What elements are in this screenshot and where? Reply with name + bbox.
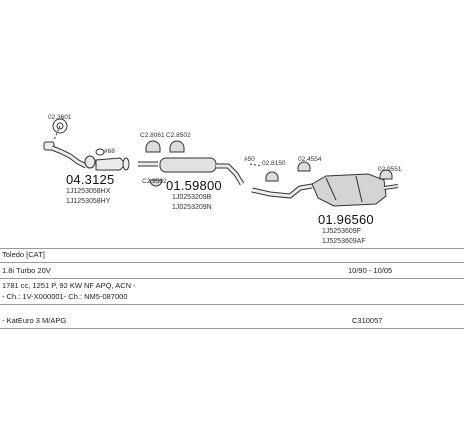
- table-line-4: [0, 304, 464, 305]
- rear-clamp-1-code: 02.8150: [262, 160, 286, 167]
- vehicle-model: Toledo [CAT]: [2, 250, 45, 259]
- table-line-2: [0, 262, 464, 263]
- rear-silencer-code: 01.96560: [318, 212, 374, 227]
- kit-code: C310057: [352, 316, 383, 325]
- front-pipe-inner: [51, 146, 87, 168]
- middle-clamp-a: C2.8061: [140, 132, 165, 139]
- middle-clamp-c: C2.9502: [142, 178, 167, 185]
- rear-silencer-drawing: [311, 169, 399, 207]
- front-pipe-ref-1: 1J1253058HX: [66, 188, 111, 195]
- middle-clamps-drawing: [145, 140, 185, 187]
- rear-clamp-2-code: 02.4554: [298, 156, 322, 163]
- front-pipe-drawing: [43, 141, 130, 171]
- table-line-1: [0, 248, 464, 249]
- middle-silencer-ref-2: 1J0253209N: [172, 204, 212, 211]
- front-clamp-drawing: [52, 118, 68, 141]
- front-clamp-code: 02.3601: [48, 114, 72, 121]
- catalyst-body: [95, 157, 127, 171]
- rear-silencer-ref-1: 1J5253609F: [322, 228, 361, 235]
- date-range: 10/90 - 10/05: [348, 266, 393, 275]
- front-flange: [43, 141, 55, 151]
- rear-pipe-drawing: [249, 161, 313, 199]
- front-pipe-ref-2: 1J1253058HY: [66, 198, 111, 205]
- middle-silencer-code: 01.59800: [166, 178, 222, 193]
- rear-silencer-body: [311, 173, 387, 207]
- chassis-range: - Ch.: 1V-X000001- Ch.: NM5-087000: [2, 292, 128, 301]
- kit-description: - KatEuro 3 M/APG: [2, 316, 67, 325]
- gasket-drawing: [95, 148, 105, 156]
- rear-silencer-ref-2: 1J5253609AF: [322, 238, 366, 245]
- front-small-can: [84, 155, 96, 169]
- gasket-label: #68: [104, 148, 115, 155]
- catalyst-end: [122, 157, 130, 171]
- middle-silencer-ref-1: 1J0253209B: [172, 194, 212, 201]
- rear-clamp-3-code: 02.9551: [378, 166, 402, 173]
- engine-spec: 1781 cc, 1251 P, 92 KW NF APQ, ACN -: [2, 281, 136, 290]
- middle-clamp-b: C2.8502: [166, 132, 191, 139]
- middle-silencer-drawing: [138, 157, 245, 186]
- front-pipe-code: 04.3125: [66, 172, 115, 187]
- rear-part-label: #50: [244, 156, 255, 163]
- middle-silencer-body: [159, 157, 217, 173]
- table-line-5: [0, 328, 464, 329]
- engine-label: 1.8i Turbo 20V: [2, 266, 51, 275]
- table-line-3: [0, 278, 464, 279]
